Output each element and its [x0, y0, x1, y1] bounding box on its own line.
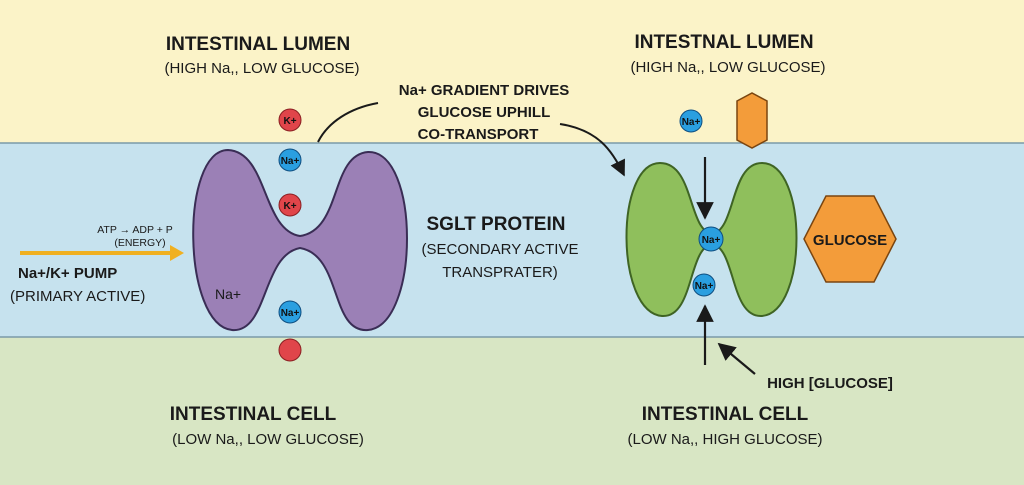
right-cell-subtitle: (LOW Na,, HIGH GLUCOSE)	[627, 431, 822, 448]
potassium-ion: K+	[278, 193, 302, 217]
sodium-ion: Na+	[679, 109, 703, 133]
glucose-label: GLUCOSE	[813, 232, 887, 249]
energy-equation: ATP → ADP + P	[97, 224, 173, 236]
glucose-molecule-membrane	[803, 195, 897, 283]
left-lumen-title: INTESTINAL LUMEN	[166, 34, 350, 55]
sodium-ion: Na+	[698, 226, 724, 252]
cell-region	[0, 337, 1024, 485]
gradient-pointer-left	[317, 102, 379, 143]
pump-inner-label: Na+	[215, 286, 241, 302]
left-lumen-subtitle: (HIGH Na,, LOW GLUCOSE)	[164, 60, 359, 77]
sglt-subtitle-line1: (SECONDARY ACTIVE	[422, 241, 579, 258]
gradient-note-line1: Na+ GRADIENT DRIVES	[399, 82, 569, 99]
right-lumen-title: INTESTNAL LUMEN	[634, 32, 813, 53]
lumen-region	[0, 0, 1024, 143]
svg-text:Na+: Na+	[702, 235, 721, 246]
svg-text:K+: K+	[283, 116, 296, 127]
energy-arrowhead	[170, 245, 184, 261]
svg-text:Na+: Na+	[695, 281, 714, 292]
gradient-note-line2: GLUCOSE UPHILL	[418, 104, 551, 121]
sodium-ion: Na+	[278, 300, 302, 324]
right-lumen-subtitle: (HIGH Na,, LOW GLUCOSE)	[630, 59, 825, 76]
glucose-molecule-lumen	[736, 92, 768, 149]
gradient-note-line3: CO-TRANSPORT	[418, 126, 539, 143]
potassium-ion: K+	[278, 108, 302, 132]
svg-text:Na+: Na+	[281, 308, 300, 319]
left-cell-title: INTESTINAL CELL	[170, 404, 337, 425]
energy-label: (ENERGY)	[114, 237, 165, 249]
high-glucose-pointer	[717, 342, 756, 375]
sodium-ion: Na+	[278, 148, 302, 172]
pump-subtitle: (PRIMARY ACTIVE)	[10, 288, 145, 305]
sglt-title: SGLT PROTEIN	[427, 214, 566, 235]
sodium-ion: Na+	[692, 273, 716, 297]
right-cell-title: INTESTINAL CELL	[642, 404, 809, 425]
pump-title: Na+/K+ PUMP	[18, 265, 117, 282]
sglt-subtitle-line2: TRANSPRATER)	[442, 264, 558, 281]
gradient-pointer-right	[559, 123, 625, 177]
svg-text:Na+: Na+	[281, 156, 300, 167]
left-cell-subtitle: (LOW Na,, LOW GLUCOSE)	[172, 431, 364, 448]
svg-text:K+: K+	[283, 201, 296, 212]
na-k-pump-shape	[192, 148, 408, 332]
svg-text:Na+: Na+	[682, 117, 701, 128]
high-glucose-label: HIGH [GLUCOSE]	[767, 375, 893, 392]
potassium-ion	[278, 338, 302, 362]
